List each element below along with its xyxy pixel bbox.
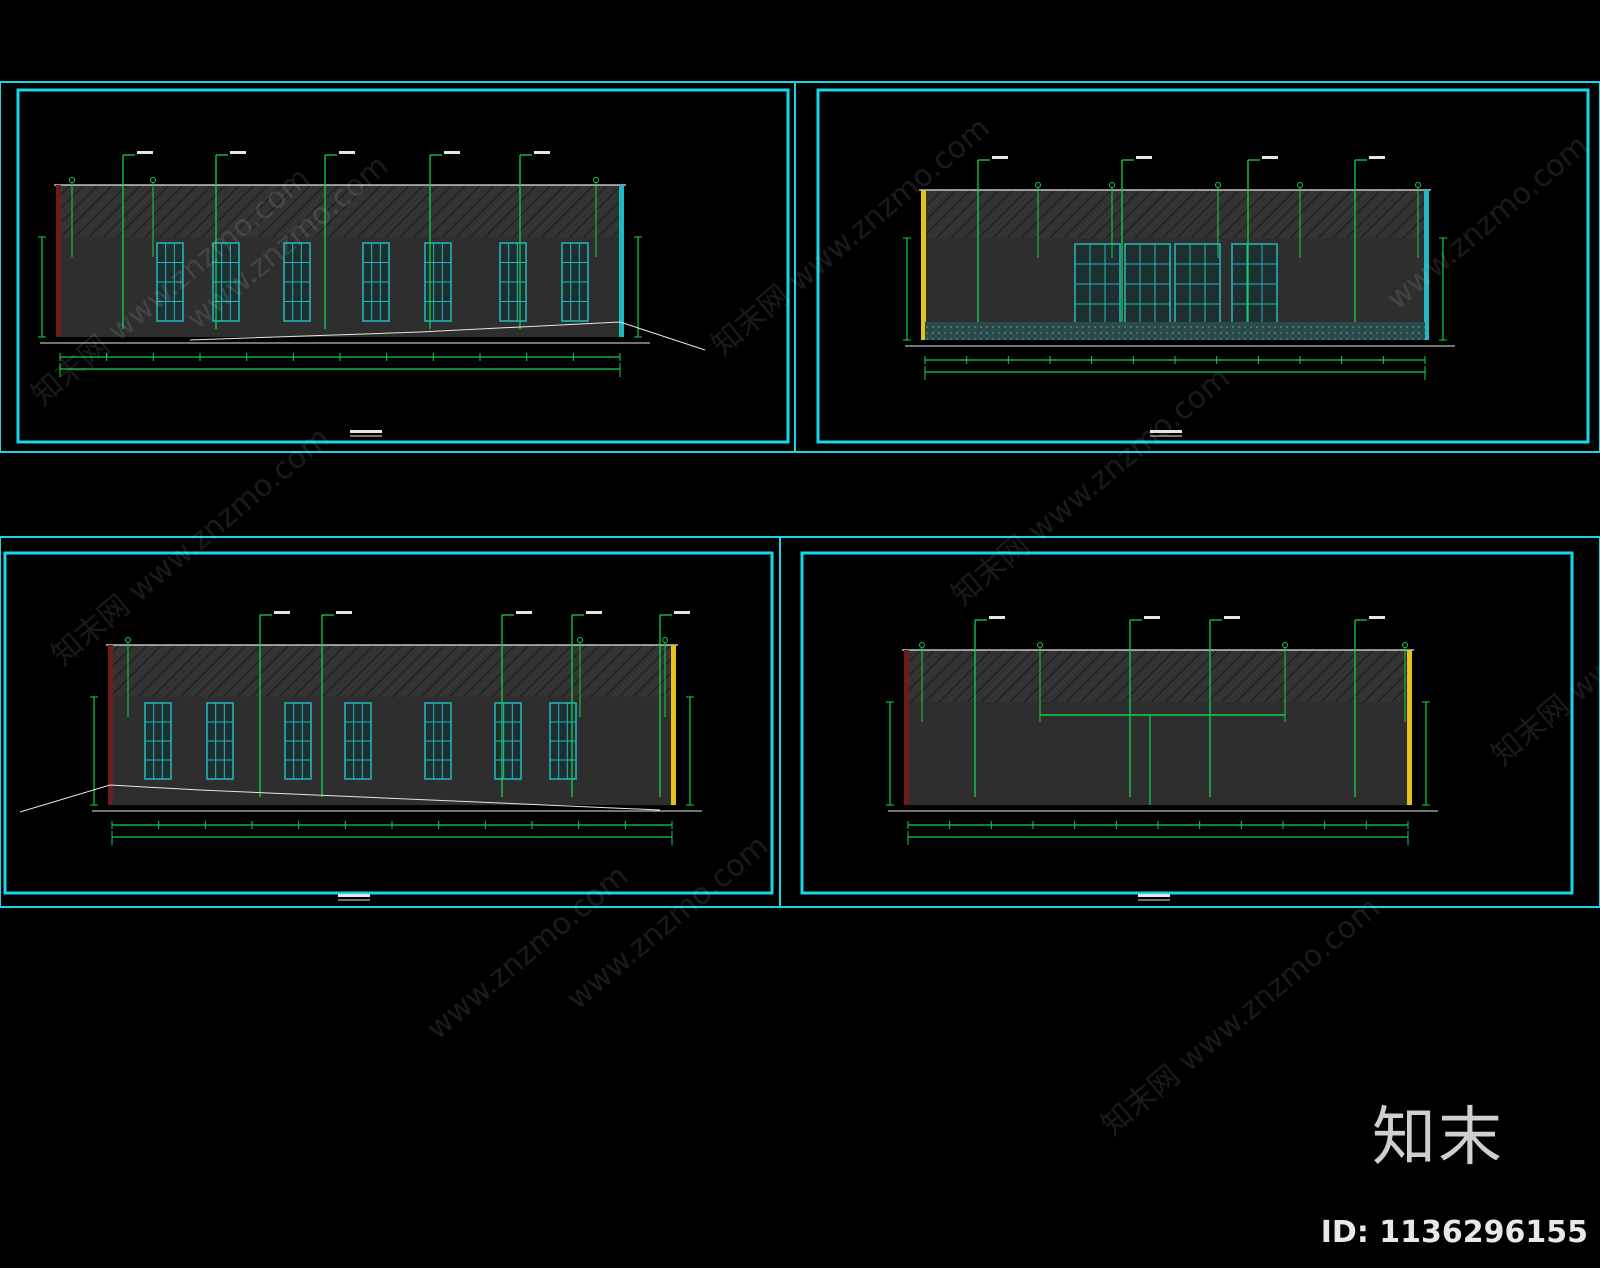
end-cap-left xyxy=(904,650,909,805)
leader-tag xyxy=(1369,616,1385,619)
leader-tag xyxy=(534,151,550,154)
elevation-top-right xyxy=(903,156,1455,437)
level-marker xyxy=(919,642,925,648)
drawing-title-mark xyxy=(338,894,370,897)
elevation-drawings xyxy=(19,151,1455,901)
wall-face xyxy=(60,237,620,337)
floor-pattern xyxy=(925,322,1425,340)
roof-band xyxy=(60,185,620,237)
sheet-frames xyxy=(0,81,1600,908)
drawing-title-mark xyxy=(350,430,382,433)
level-marker xyxy=(577,637,583,643)
leader-tag xyxy=(516,611,532,614)
leader-tag xyxy=(1136,156,1152,159)
leader-tag xyxy=(1144,616,1160,619)
outer-sheet-border xyxy=(0,536,1600,908)
level-marker xyxy=(1297,182,1303,188)
level-marker xyxy=(1215,182,1221,188)
end-cap-right xyxy=(671,645,676,805)
level-marker xyxy=(593,177,599,183)
roof-band xyxy=(925,190,1425,238)
leader-tag xyxy=(230,151,246,154)
leader-tag xyxy=(274,611,290,614)
level-marker xyxy=(125,637,131,643)
end-cap-left xyxy=(56,185,61,337)
level-marker xyxy=(69,177,75,183)
elevation-bottom-left xyxy=(90,611,702,901)
level-marker xyxy=(1402,642,1408,648)
level-marker xyxy=(662,637,668,643)
roof-band xyxy=(908,650,1408,702)
level-marker xyxy=(1415,182,1421,188)
end-cap-right xyxy=(1424,190,1429,340)
drawing-frame xyxy=(16,88,790,444)
wall-face xyxy=(908,702,1408,805)
end-cap-right xyxy=(619,185,624,337)
leader-tag xyxy=(992,156,1008,159)
drawing-frame xyxy=(3,551,774,895)
leader-tag xyxy=(1369,156,1385,159)
elevation-bottom-right xyxy=(886,616,1438,901)
leader-tag xyxy=(137,151,153,154)
drawing-frame xyxy=(816,88,1590,444)
outer-sheet-border xyxy=(0,81,1600,453)
end-cap-left xyxy=(921,190,926,340)
wall-face xyxy=(112,697,672,805)
leader-tag xyxy=(989,616,1005,619)
image-id-label: ID: 1136296155 xyxy=(1320,1215,1588,1250)
leader-tag xyxy=(339,151,355,154)
level-marker xyxy=(1035,182,1041,188)
level-marker xyxy=(150,177,156,183)
drawing-title-mark xyxy=(1138,894,1170,897)
end-cap-right xyxy=(1407,650,1412,805)
leader-tag xyxy=(586,611,602,614)
end-cap-left xyxy=(108,645,113,805)
leader-tag xyxy=(336,611,352,614)
leader-tag xyxy=(674,611,690,614)
level-marker xyxy=(1282,642,1288,648)
leader-tag xyxy=(1224,616,1240,619)
drawing-title-mark xyxy=(1150,430,1182,433)
brand-logo: 知末 xyxy=(1372,1101,1504,1175)
drawing-frame xyxy=(800,551,1574,895)
leader-tag xyxy=(1262,156,1278,159)
roof-band xyxy=(112,645,672,697)
leader-tag xyxy=(444,151,460,154)
sloped-ground xyxy=(189,321,706,351)
level-marker xyxy=(1109,182,1115,188)
elevation-top-left xyxy=(38,151,650,437)
level-marker xyxy=(1037,642,1043,648)
sloped-ground xyxy=(19,784,661,813)
